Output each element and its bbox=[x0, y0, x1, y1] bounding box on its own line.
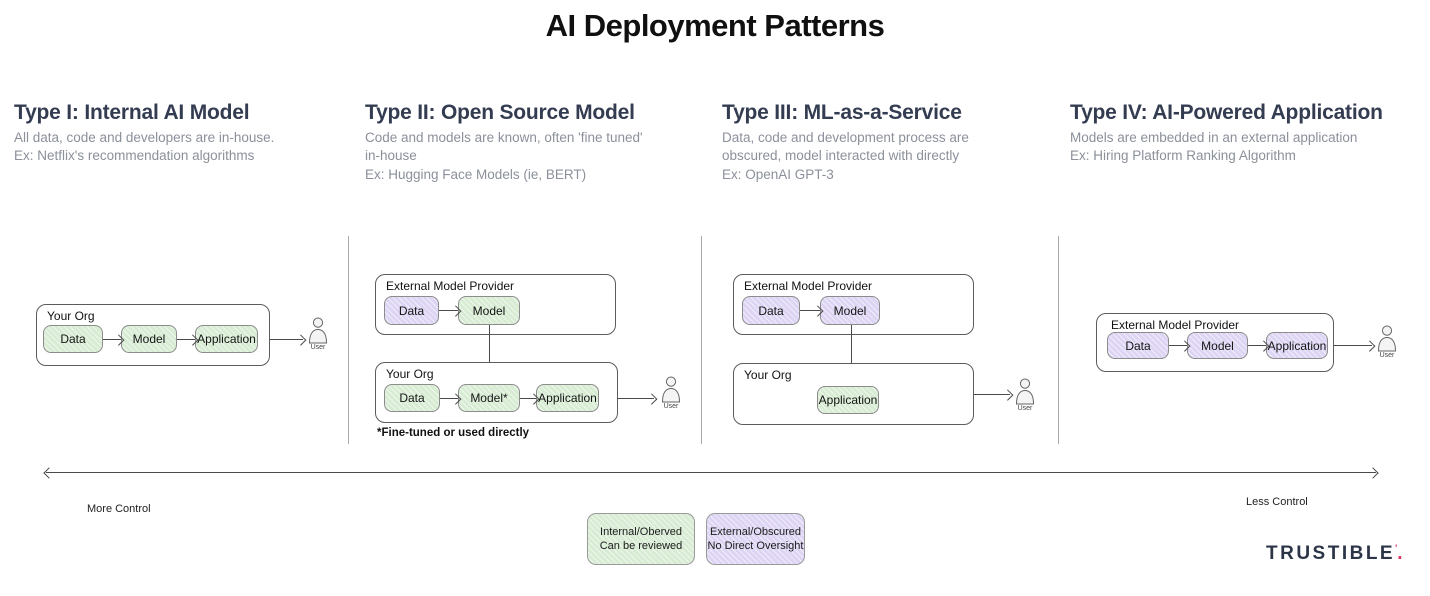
arrow-data-to-model bbox=[103, 339, 121, 340]
type2-provider-data-node: Data bbox=[384, 296, 439, 325]
type1-data-node: Data bbox=[43, 325, 103, 353]
type4-heading: Type IV: AI-Powered Application bbox=[1070, 101, 1383, 124]
page-title: AI Deployment Patterns bbox=[545, 8, 885, 43]
type4-provider-label: External Model Provider bbox=[1111, 318, 1240, 332]
type1-heading: Type I: Internal AI Model bbox=[14, 101, 250, 124]
column-type1: Type I: Internal AI Model All data, code… bbox=[14, 101, 344, 166]
control-spectrum-arrow bbox=[46, 472, 1376, 473]
type3-application-node: Application bbox=[817, 386, 879, 414]
type3-provider-data-node: Data bbox=[742, 296, 800, 325]
type4-description: Models are embedded in an external appli… bbox=[1070, 130, 1358, 164]
type3-provider-model-node: Model bbox=[820, 296, 880, 325]
type2-user: User bbox=[656, 376, 686, 410]
column-type3: Type III: ML-as-a-Service Data, code and… bbox=[722, 101, 1042, 184]
type3-user: User bbox=[1010, 378, 1040, 412]
section-divider bbox=[701, 236, 702, 444]
arrow-to-user bbox=[270, 339, 303, 340]
user-label: User bbox=[1379, 352, 1395, 359]
trustible-logo-text: TRUSTIBLE bbox=[1266, 543, 1396, 564]
type4-application-node: Application bbox=[1266, 332, 1328, 359]
arrow-model-to-application bbox=[1248, 345, 1266, 346]
arrow-data-to-model bbox=[439, 310, 458, 311]
type3-provider-label: External Model Provider bbox=[744, 279, 873, 293]
user-label: User bbox=[310, 344, 326, 351]
column-type2: Type II: Open Source Model Code and mode… bbox=[365, 101, 695, 184]
legend-external: External/Obscured No Direct Oversight bbox=[706, 513, 805, 565]
arrow-provider-model-to-org-model bbox=[489, 325, 490, 382]
arrow-data-to-model bbox=[800, 310, 820, 311]
arrow-model-to-application bbox=[520, 398, 536, 399]
arrow-data-to-model bbox=[440, 398, 458, 399]
type1-your-org-label: Your Org bbox=[47, 309, 95, 323]
arrow-provider-model-to-application bbox=[851, 325, 852, 385]
type2-provider-label: External Model Provider bbox=[386, 279, 515, 293]
user-icon bbox=[661, 376, 681, 403]
type4-data-node: Data bbox=[1107, 332, 1169, 359]
type1-user: User bbox=[303, 317, 333, 351]
less-control-label: Less Control bbox=[1246, 496, 1308, 508]
type2-provider-model-node: Model bbox=[458, 296, 520, 325]
arrow-to-user bbox=[1334, 345, 1372, 346]
user-icon bbox=[1377, 325, 1397, 352]
arrow-to-user bbox=[974, 394, 1010, 395]
trustible-logo: TRUSTIBLE'. bbox=[1266, 543, 1403, 565]
section-divider bbox=[348, 236, 349, 444]
type3-heading: Type III: ML-as-a-Service bbox=[722, 101, 962, 124]
more-control-label: More Control bbox=[87, 503, 151, 515]
type4-user: User bbox=[1372, 325, 1402, 359]
type2-your-org-label: Your Org bbox=[386, 367, 434, 381]
section-divider bbox=[1058, 236, 1059, 444]
type1-model-node: Model bbox=[121, 325, 177, 353]
trustible-logo-tick: ' bbox=[1395, 543, 1398, 553]
legend-internal: Internal/Oberved Can be reviewed bbox=[587, 513, 695, 565]
arrow-data-to-model bbox=[1169, 345, 1187, 346]
type2-description: Code and models are known, often 'fine t… bbox=[365, 130, 643, 182]
type1-application-node: Application bbox=[195, 325, 258, 353]
type2-footnote: *Fine-tuned or used directly bbox=[377, 427, 530, 439]
arrow-to-user bbox=[618, 398, 654, 399]
type2-data-node: Data bbox=[384, 384, 440, 412]
user-icon bbox=[1015, 378, 1035, 405]
type3-description: Data, code and development process are o… bbox=[722, 130, 969, 182]
type2-heading: Type II: Open Source Model bbox=[365, 101, 635, 124]
type1-description: All data, code and developers are in-hou… bbox=[14, 130, 275, 164]
type2-model-node: Model* bbox=[458, 384, 520, 412]
column-type4: Type IV: AI-Powered Application Models a… bbox=[1070, 101, 1420, 166]
type4-model-node: Model bbox=[1187, 332, 1248, 359]
type2-application-node: Application bbox=[536, 384, 599, 412]
user-label: User bbox=[663, 403, 679, 410]
arrow-model-to-application bbox=[177, 339, 195, 340]
user-label: User bbox=[1017, 405, 1033, 412]
type3-your-org-label: Your Org bbox=[744, 368, 792, 382]
user-icon bbox=[308, 317, 328, 344]
trustible-logo-mark: . bbox=[1397, 543, 1403, 564]
